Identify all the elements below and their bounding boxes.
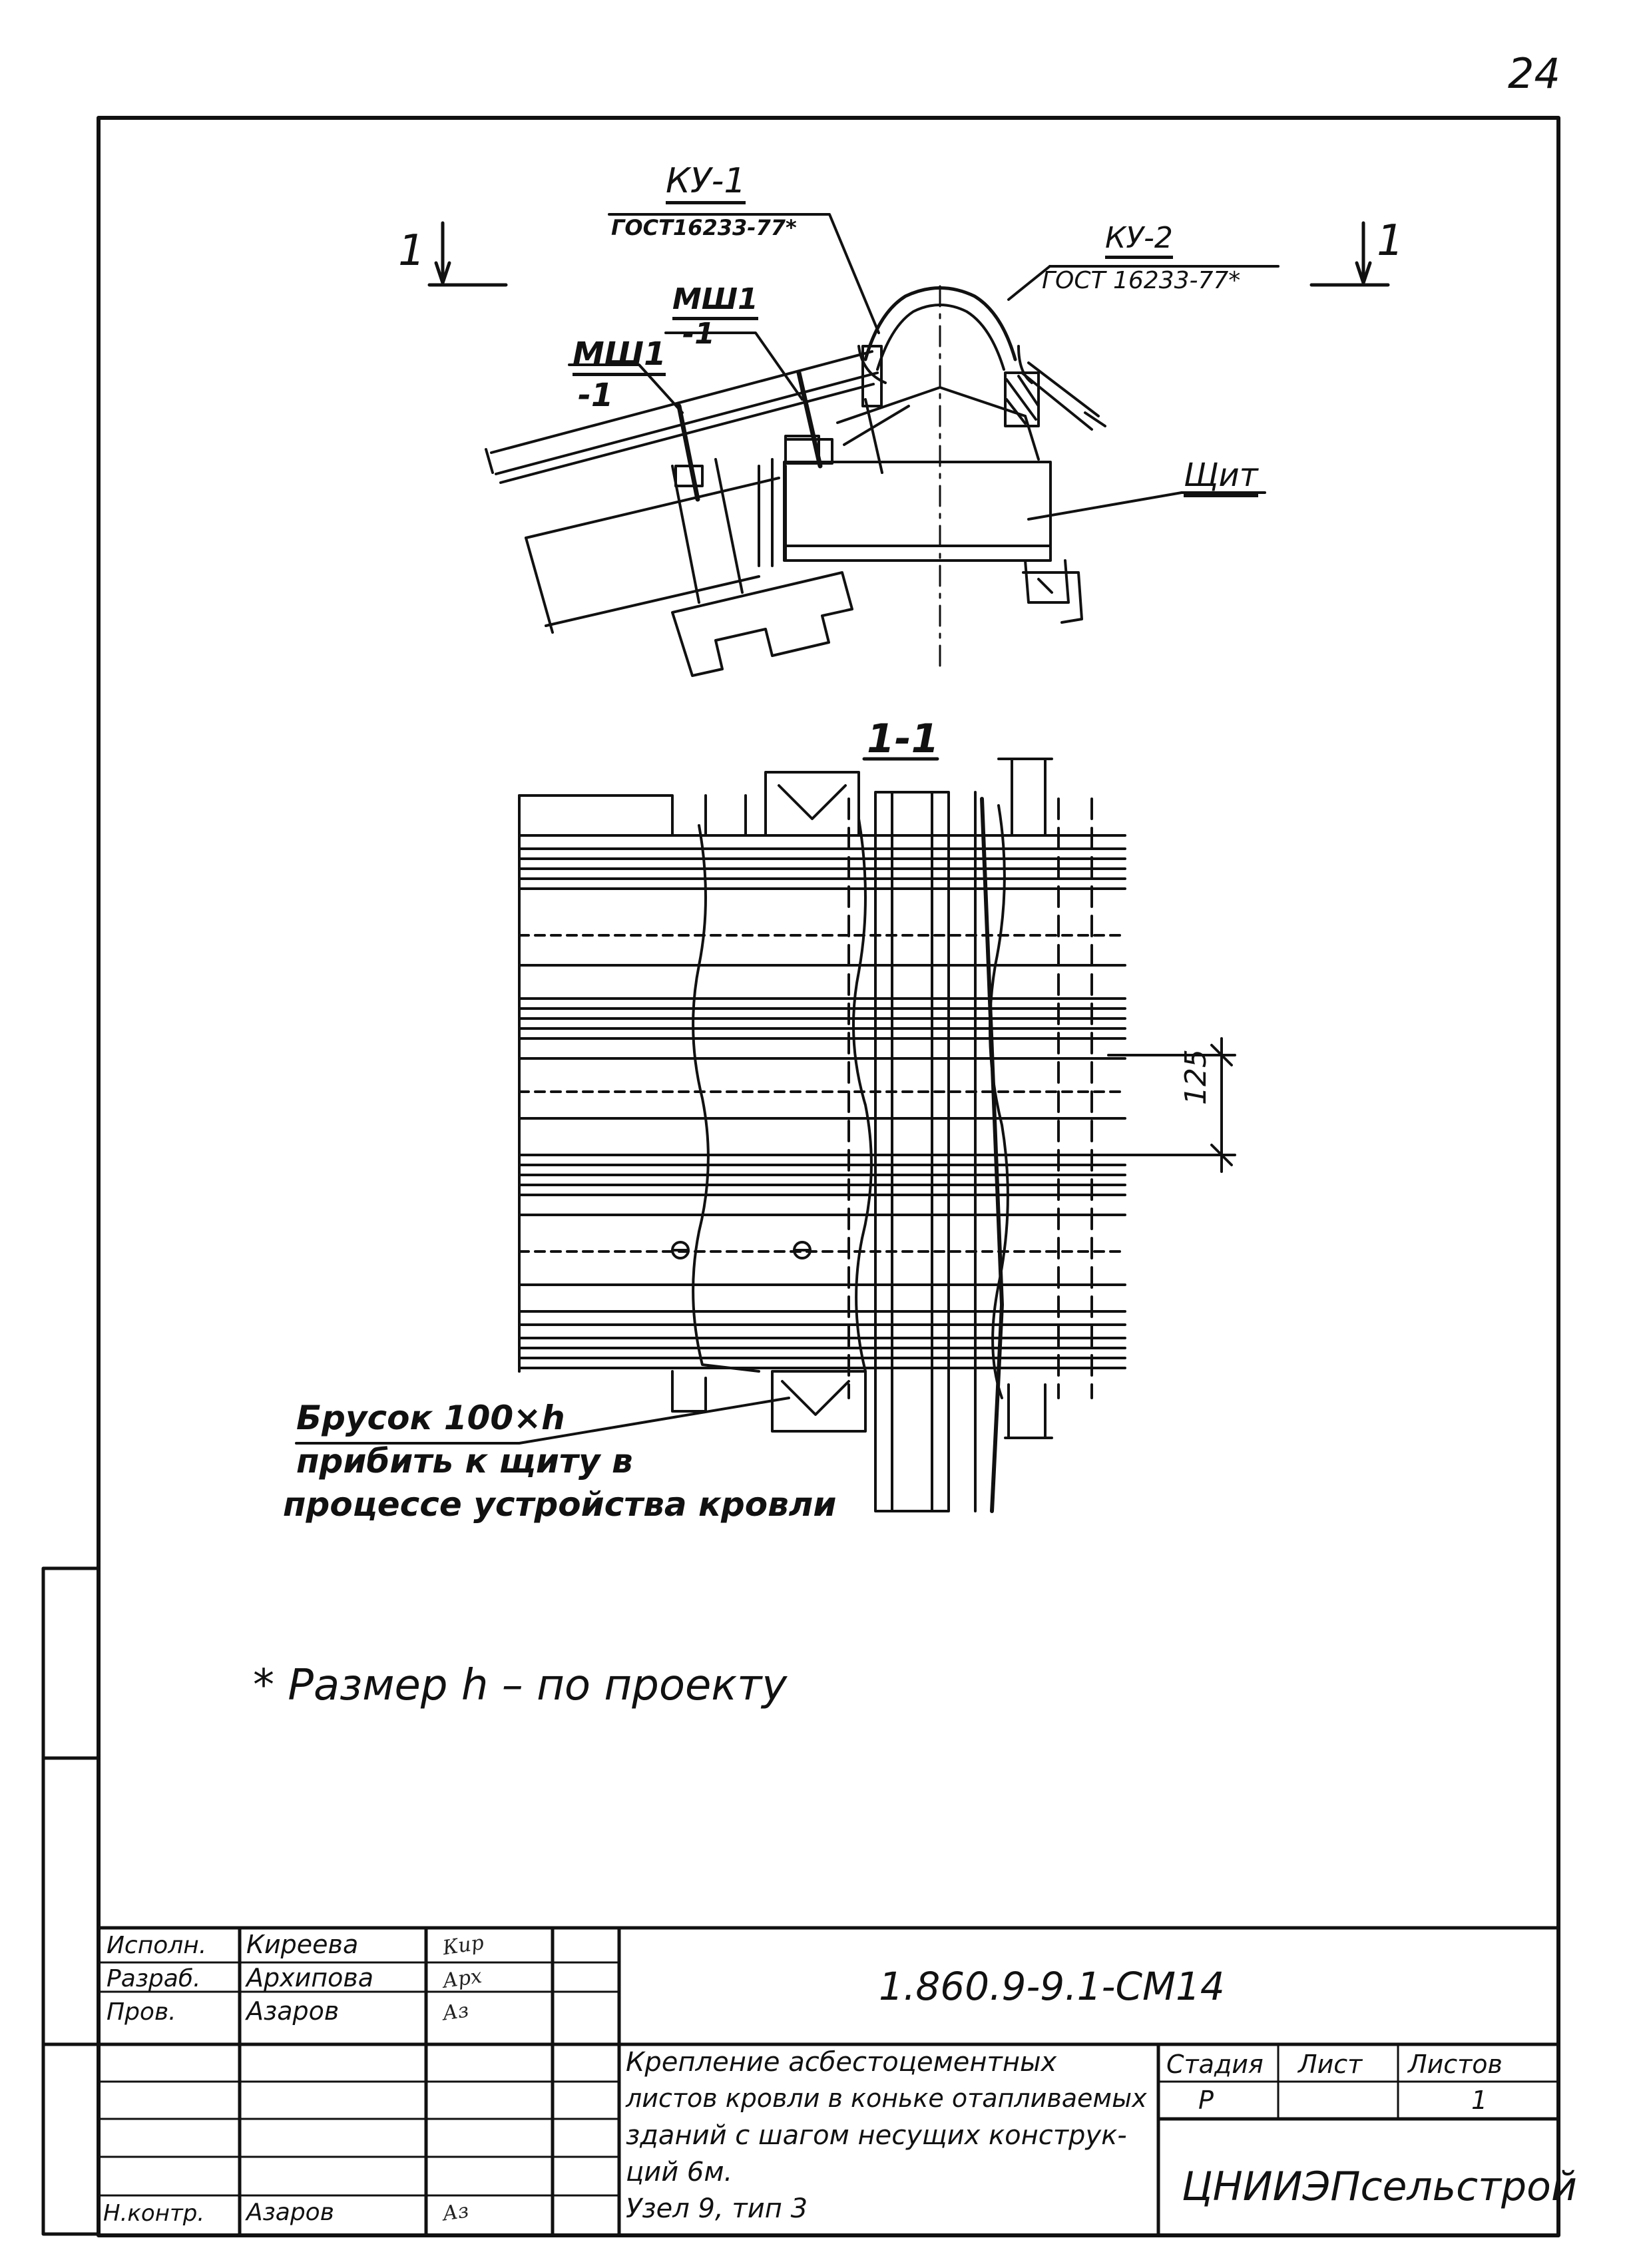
label-msh1-left: МШ1 [573, 338, 666, 376]
bar-note-line2: прибить к щиту в [296, 1442, 633, 1480]
tb-role-norm-control: Н.контр. [103, 2200, 205, 2227]
footnote-size-h: * Размер h – по проекту [253, 1661, 788, 1710]
label-ku2-standard: ГОСТ 16233-77* [1042, 267, 1241, 294]
dimension-125 [1107, 1037, 1236, 1173]
tb-role-checker: Пров. [107, 1998, 176, 2026]
tb-title-line4: ций 6м. [626, 2157, 733, 2187]
tb-name-norm-control: Азаров [246, 2199, 334, 2226]
tb-organization: ЦНИИЭПсельстрой [1182, 2163, 1577, 2210]
tb-stage-header: Стадия [1166, 2050, 1264, 2079]
tb-title-line2: листов кровли в коньке отапливаемых [626, 2084, 1147, 2113]
tb-role-developer: Разраб. [107, 1965, 201, 1992]
label-msh1-right-sub: -1 [682, 317, 715, 351]
section-1-1-view [295, 757, 1236, 1513]
section-marker-left [427, 221, 508, 287]
tb-signature-checker: Аз [441, 1998, 471, 2026]
tb-name-developer: Архипова [246, 1963, 374, 1992]
label-msh1-right: МШ1 [672, 285, 758, 320]
section-mark-right-number: 1 [1377, 216, 1404, 266]
label-shield: Щит [1184, 459, 1258, 497]
section-marker-right [1309, 221, 1390, 287]
tb-document-code: 1.860.9-9.1-СМ14 [879, 1964, 1225, 2009]
tb-name-executor: Киреева [246, 1930, 359, 1959]
label-ku1-title: КУ-1 [666, 164, 746, 204]
tb-signature-norm-control: Аз [441, 2199, 471, 2226]
tb-role-executor: Исполн. [107, 1932, 207, 1959]
binding-strip [41, 1566, 101, 2236]
section-mark-left-number: 1 [398, 226, 425, 276]
bar-note-line3: процессе устройства кровли [283, 1485, 837, 1524]
section-title: 1-1 [867, 716, 939, 762]
label-ku1-standard: ГОСТ16233-77* [611, 215, 797, 240]
tb-name-checker: Азаров [246, 1996, 340, 2026]
dimension-label-125: 125 [1179, 1049, 1213, 1105]
tb-title-line1: Крепление асбестоцементных [626, 2047, 1057, 2078]
label-msh1-left-sub: -1 [578, 377, 614, 414]
tb-sheets-value: 1 [1471, 2086, 1488, 2115]
tb-title-line5: Узел 9, тип 3 [626, 2193, 808, 2224]
tb-stage-value: Р [1198, 2086, 1214, 2115]
title-block [97, 1926, 1560, 2236]
page-number: 24 [1508, 49, 1560, 98]
bar-note-line1: Брусок 100×h [296, 1399, 565, 1437]
label-ku2-title: КУ-2 [1105, 224, 1173, 259]
sheet-frame [97, 116, 1560, 2237]
tb-sheet-header: Лист [1298, 2050, 1363, 2079]
ridge-node-detail [427, 213, 1390, 677]
tb-title-line3: зданий с шагом несущих конструк- [626, 2120, 1127, 2151]
tb-sheets-header: Листов [1408, 2050, 1503, 2079]
